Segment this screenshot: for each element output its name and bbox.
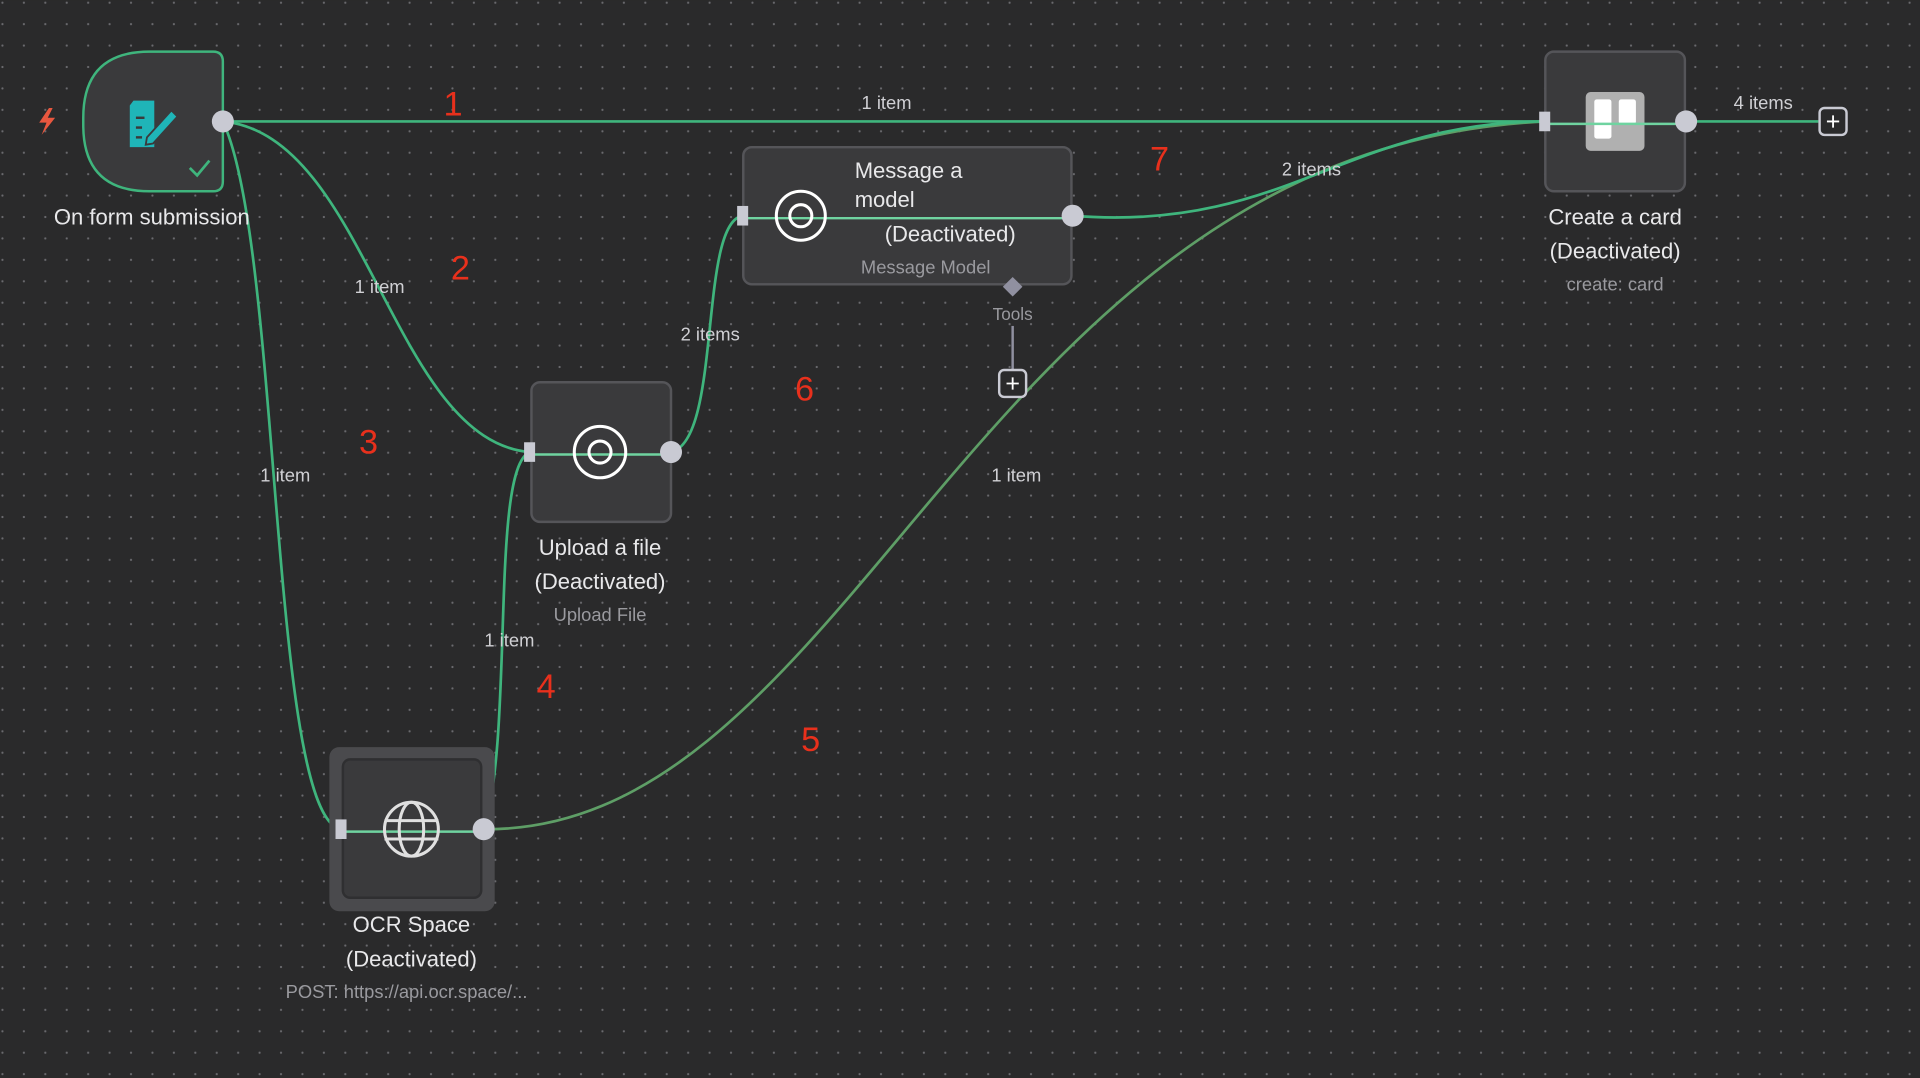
trello-icon xyxy=(1585,92,1645,151)
edge-7[interactable] xyxy=(1072,120,1546,219)
node-title-line2: model xyxy=(855,187,915,212)
output-handle[interactable] xyxy=(660,441,683,464)
edge-label-7: 2 items xyxy=(1282,158,1341,179)
edge-label-2: 1 item xyxy=(355,276,405,297)
add-tool-button[interactable] xyxy=(997,368,1028,399)
output-items-label: 4 items xyxy=(1734,92,1793,113)
annotation-3: 3 xyxy=(359,423,378,461)
input-handle[interactable] xyxy=(524,442,536,462)
input-handle[interactable] xyxy=(335,819,347,839)
openai-icon xyxy=(774,189,827,242)
node-title: OCR Space xyxy=(353,912,471,937)
edge-label-4: 1 item xyxy=(484,630,534,651)
openai-icon xyxy=(572,424,628,480)
node-subtitle: create: card xyxy=(1567,273,1664,294)
node-title: On form submission xyxy=(54,204,250,229)
node-title: Create a card xyxy=(1548,204,1681,229)
edge-6[interactable] xyxy=(670,214,744,454)
annotation-1: 1 xyxy=(444,85,463,123)
plus-icon xyxy=(1826,115,1840,128)
node-title-line1: Message a xyxy=(855,158,964,183)
edge-label-1: 1 item xyxy=(862,92,912,113)
bolt-icon xyxy=(39,107,56,135)
node-subtitle: POST: https://api.ocr.space/... xyxy=(286,981,528,1002)
edge-label-6: 2 items xyxy=(681,324,740,345)
edge-3[interactable] xyxy=(221,120,342,831)
edge-label-5: 1 item xyxy=(991,464,1041,485)
node-deactivated: (Deactivated) xyxy=(534,569,665,594)
node-create-card[interactable] xyxy=(1539,50,1698,193)
node-deactivated: (Deactivated) xyxy=(885,221,1016,246)
node-deactivated: (Deactivated) xyxy=(1550,239,1681,264)
tools-label: Tools xyxy=(993,304,1033,324)
annotation-2: 2 xyxy=(451,249,470,287)
annotation-5: 5 xyxy=(801,721,820,759)
check-icon xyxy=(188,159,211,178)
annotation-7: 7 xyxy=(1150,140,1169,178)
input-handle[interactable] xyxy=(737,205,749,226)
input-handle[interactable] xyxy=(1539,111,1551,132)
node-on-form-submission[interactable] xyxy=(82,50,234,193)
output-handle[interactable] xyxy=(1061,204,1084,227)
node-deactivated: (Deactivated) xyxy=(346,946,477,971)
node-upload-file[interactable] xyxy=(524,381,683,524)
add-node-button[interactable] xyxy=(1818,106,1848,137)
node-title: Upload a file xyxy=(539,535,661,560)
node-message-model[interactable]: Message a model (Deactivated) Message Mo… xyxy=(737,145,1084,286)
output-handle[interactable] xyxy=(211,110,234,133)
edge-2[interactable] xyxy=(222,120,531,454)
plus-icon xyxy=(1006,377,1019,390)
globe-icon xyxy=(382,800,440,858)
output-handle[interactable] xyxy=(1675,110,1698,133)
annotation-6: 6 xyxy=(795,371,814,409)
node-ocr-space[interactable] xyxy=(329,747,495,912)
output-handle[interactable] xyxy=(472,818,495,841)
edge-label-3: 1 item xyxy=(260,464,310,485)
form-edit-icon xyxy=(129,100,179,148)
node-subtitle: Message Model xyxy=(861,256,991,277)
annotation-4: 4 xyxy=(537,668,556,706)
node-subtitle: Upload File xyxy=(554,604,647,625)
